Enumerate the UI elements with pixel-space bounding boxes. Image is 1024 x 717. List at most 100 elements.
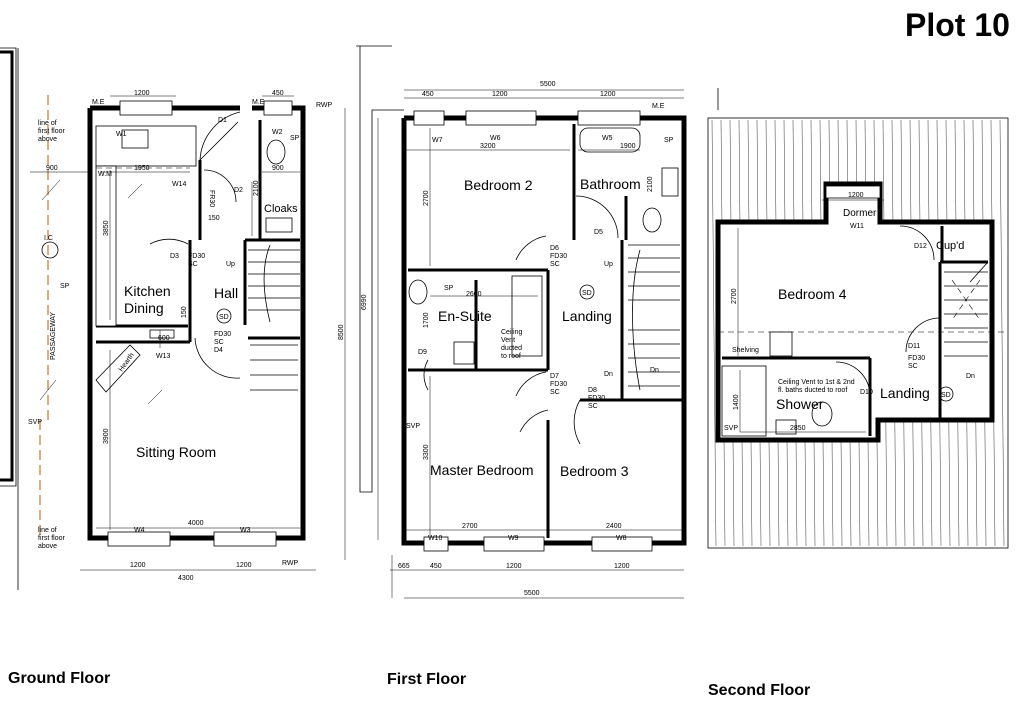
room-cloaks-label: Cloaks <box>264 203 298 215</box>
w1-label: W1 <box>116 131 127 138</box>
dim-4300: 4300 <box>178 575 194 582</box>
dim-1200: 1200 <box>492 91 508 98</box>
ground-floor-plan: line of first floor above line of first … <box>0 47 346 687</box>
kitchen-worktop <box>95 165 117 327</box>
window-w6 <box>465 110 537 126</box>
d11-label: D11 <box>908 343 920 350</box>
up-label: Up <box>226 261 235 268</box>
dn-label: Dn <box>966 373 975 380</box>
dim-2700: 2700 <box>731 288 738 304</box>
me-label: M.E <box>652 103 665 110</box>
room-master-label: Master Bedroom <box>430 462 533 478</box>
line-of-first-floor-label: line of <box>38 527 57 534</box>
door-d5 <box>575 195 619 239</box>
dim-450: 450 <box>430 563 442 570</box>
dim-3900: 3900 <box>103 428 110 444</box>
window-w8 <box>591 536 653 552</box>
dim-2700: 2700 <box>423 190 430 206</box>
smoke-detector-icon <box>579 284 595 300</box>
d9-label: D9 <box>418 349 427 356</box>
room-cupd-label: Cup'd <box>936 240 964 252</box>
room-landing-label: Landing <box>880 385 930 401</box>
line-of-first-floor-label: above <box>38 136 57 143</box>
bath-tub-icon <box>579 127 641 153</box>
door-d9 <box>423 359 429 391</box>
hearth-icon <box>95 344 141 393</box>
roof-outline <box>707 117 1009 549</box>
basin-icon <box>661 167 679 197</box>
arrow-icon <box>127 183 143 199</box>
dim-6990: 6990 <box>361 294 368 310</box>
dim-2700: 2700 <box>462 523 478 530</box>
window-w11 <box>825 185 881 199</box>
room-hall-label: Hall <box>214 285 238 301</box>
dim-2850: 2850 <box>790 425 806 432</box>
ensuite-toilet-icon <box>408 279 428 305</box>
sd-label: SD <box>582 290 592 297</box>
door-d7 <box>515 371 547 397</box>
rwp-label: RWP <box>282 560 299 567</box>
d7-sc-label: SC <box>550 389 560 396</box>
w14-label: W14 <box>172 181 187 188</box>
dim-150: 150 <box>181 306 188 318</box>
arrow-icon <box>41 179 61 201</box>
room-dormer-label: Dormer <box>843 208 877 219</box>
d8-fire-label: FD30 <box>588 395 605 402</box>
ground-floor-title: Ground Floor <box>8 670 110 687</box>
sp-label: SP <box>444 285 454 292</box>
w2-label: W2 <box>272 129 283 136</box>
dim-3850: 3850 <box>103 220 110 236</box>
w5-label: W5 <box>602 135 613 142</box>
window-w5 <box>577 110 641 126</box>
dim-1700: 1700 <box>423 312 430 328</box>
w8-label: W8 <box>616 535 627 542</box>
neighbour-wall-outer <box>0 47 17 487</box>
dim-1400: 1400 <box>733 394 740 410</box>
dim-1900: 1900 <box>620 143 636 150</box>
window-w7 <box>413 110 445 126</box>
d1-label: D1 <box>218 117 227 124</box>
door-d2 <box>203 169 237 203</box>
room-kitchen-label: Kitchen <box>124 283 171 299</box>
passageway-label: PASSAGEWAY <box>50 312 57 360</box>
sp-label: SP <box>290 135 300 142</box>
window-w2 <box>263 100 293 116</box>
room-dining-label: Dining <box>124 300 164 316</box>
door-d11 <box>905 317 941 353</box>
w3-label: W3 <box>240 527 251 534</box>
vent-label: to roof <box>501 353 521 360</box>
w13-label: W13 <box>156 353 171 360</box>
room-landing-label: Landing <box>562 308 612 324</box>
rwp-label: RWP <box>316 102 333 109</box>
d3-label: D3 <box>170 253 179 260</box>
ground-outer-wall <box>87 105 306 541</box>
shower-tray-icon <box>721 365 767 437</box>
dim-600: 600 <box>158 335 170 342</box>
dim-2100: 2100 <box>647 176 654 192</box>
d11-sc-label: SC <box>908 363 918 370</box>
room-bedroom2-label: Bedroom 2 <box>464 177 533 193</box>
dn-label: Dn <box>604 371 613 378</box>
dim-1950: 1950 <box>134 165 150 172</box>
door-d1 <box>199 111 241 161</box>
d11-fire-label: FD30 <box>908 355 925 362</box>
room-sitting-label: Sitting Room <box>136 444 216 460</box>
second-stairs <box>944 261 989 357</box>
window-w3 <box>213 531 277 547</box>
line-of-first-floor-label: first floor <box>38 535 66 542</box>
second-floor-title: Second Floor <box>708 682 810 699</box>
arrow-icon <box>147 389 163 405</box>
dim-3300: 3300 <box>423 444 430 460</box>
svp-label: SVP <box>406 423 420 430</box>
d7-fire-label: FD30 <box>550 381 567 388</box>
w4-label: W4 <box>134 527 145 534</box>
dn-label: Dn <box>650 367 659 374</box>
d3-fire-label: FD30 <box>188 253 205 260</box>
door-d6 <box>515 235 547 261</box>
dim-900: 900 <box>272 165 284 172</box>
wm-label: W.M <box>98 171 112 178</box>
d6-fire-label: FD30 <box>550 253 567 260</box>
vent-label: Vent <box>501 337 515 344</box>
dim-900: 900 <box>46 165 58 172</box>
